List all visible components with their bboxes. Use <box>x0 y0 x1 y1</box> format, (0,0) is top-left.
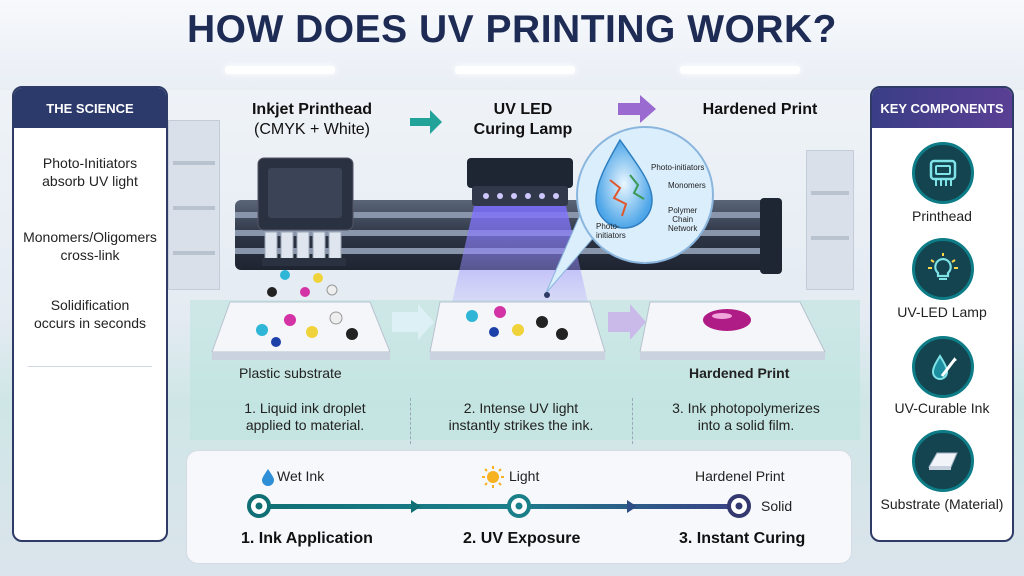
bubble-label: Photo-initiators <box>596 222 626 240</box>
ceiling-light <box>455 66 575 74</box>
substrate-plate <box>211 301 391 353</box>
ceiling <box>0 0 1024 90</box>
timeline-step: 1. Ink Application <box>241 530 373 547</box>
ceiling-light <box>680 66 800 74</box>
timeline-light: Light <box>509 468 540 484</box>
timeline-step: 3. Instant Curing <box>679 530 806 547</box>
water-drop-icon <box>262 469 274 486</box>
timeline-panel: Wet Ink Light Hardenel Print Solid 1. In… <box>186 450 852 564</box>
science-panel: THE SCIENCE Photo-Initiators absorb UV l… <box>12 86 168 542</box>
bubble-label: Photo-initiators <box>651 163 705 172</box>
ceiling-light <box>225 66 335 74</box>
timeline-step: 2. UV Exposure <box>463 530 581 547</box>
science-item: Solidification occurs in seconds <box>33 297 147 331</box>
science-item: Photo-Initiators absorb UV light <box>42 155 138 189</box>
component-label: Substrate (Material) <box>880 496 1004 512</box>
substrate-label: Plastic substrate <box>239 365 342 381</box>
background-shelf <box>168 120 220 290</box>
hardened-title: Hardened Print <box>702 101 818 118</box>
printhead-icon <box>912 142 974 204</box>
bubble-label: Monomers <box>668 181 706 190</box>
science-item: Monomers/Oligomers cross-link <box>23 229 157 263</box>
timeline-track <box>247 494 751 518</box>
bulb-icon <box>912 238 974 300</box>
science-panel-header: THE SCIENCE <box>14 88 166 128</box>
timeline-solid: Solid <box>761 498 793 514</box>
component-label: UV-Curable Ink <box>894 400 990 416</box>
background-shelf <box>806 150 854 290</box>
page-title: HOW DOES UV PRINTING WORK? <box>187 8 837 51</box>
divider <box>410 398 411 444</box>
sun-icon <box>482 466 504 488</box>
divider <box>28 366 152 367</box>
timeline-hardened: Hardenel Print <box>695 468 785 484</box>
divider <box>632 398 633 444</box>
lamp-title: UV LED Curing Lamp <box>473 101 573 138</box>
components-panel: KEY COMPONENTS Printhead UV-LED Lamp UV-… <box>870 86 1014 542</box>
ink-brush-icon <box>912 336 974 398</box>
uv-lamp <box>467 158 573 188</box>
component-label: UV-LED Lamp <box>897 304 987 320</box>
components-panel-header: KEY COMPONENTS <box>872 88 1012 128</box>
component-label: Printhead <box>912 208 972 224</box>
printhead-title: Inkjet Printhead (CMYK + White) <box>251 101 373 138</box>
substrate-icon <box>912 430 974 492</box>
timeline-wet: Wet Ink <box>277 468 325 484</box>
hardened-label: Hardened Print <box>689 365 790 381</box>
